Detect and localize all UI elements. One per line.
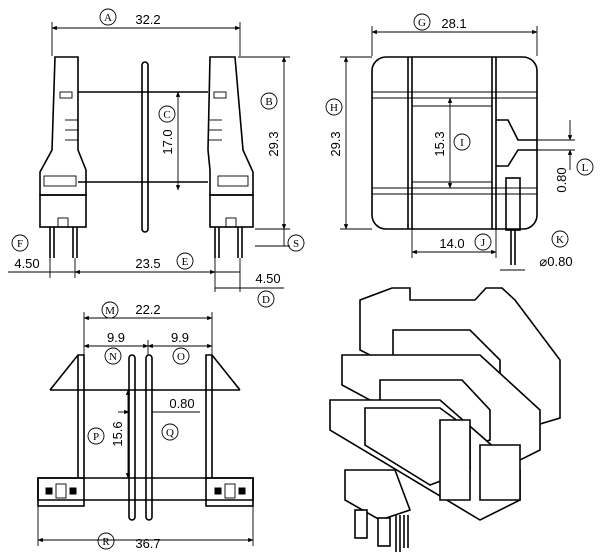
svg-text:Q: Q	[166, 427, 174, 439]
isometric-view	[329, 287, 561, 552]
dim-J-value: 14.0	[439, 236, 464, 251]
marker-H: H	[325, 98, 343, 116]
svg-text:C: C	[163, 109, 170, 121]
dim-Q-value: 0.80	[169, 396, 194, 411]
dim-P-value: 15.6	[110, 421, 125, 446]
dim-A-value: 32.2	[135, 12, 160, 27]
svg-text:L: L	[582, 162, 589, 174]
svg-text:K: K	[556, 234, 564, 246]
dim-B-value: 29.3	[266, 131, 281, 156]
dim-I-value: 15.3	[432, 131, 447, 156]
dim-O-value: 9.9	[171, 330, 189, 345]
dim-K-value: ⌀0.80	[539, 254, 572, 269]
marker-A: A	[99, 8, 117, 26]
dim-M-value: 22.2	[135, 302, 160, 317]
svg-text:O: O	[177, 351, 185, 363]
svg-text:H: H	[330, 102, 338, 114]
marker-C: C	[158, 105, 176, 123]
marker-M: M	[101, 301, 119, 319]
dim-G-value: 28.1	[441, 16, 466, 31]
dim-D-value: 4.50	[255, 271, 280, 286]
marker-N: N	[104, 347, 122, 365]
svg-text:E: E	[182, 256, 189, 268]
side-view	[340, 26, 575, 271]
dim-F-value: 4.50	[14, 256, 39, 271]
marker-O: O	[172, 347, 190, 365]
svg-text:J: J	[481, 237, 486, 249]
marker-F: F	[11, 234, 29, 252]
marker-L: L	[576, 158, 594, 176]
marker-K: K	[551, 230, 569, 248]
svg-text:N: N	[109, 351, 117, 363]
marker-I: I	[453, 133, 471, 151]
svg-text:M: M	[105, 305, 115, 317]
svg-text:R: R	[102, 536, 110, 548]
front-view	[8, 22, 290, 292]
bottom-view	[37, 312, 254, 546]
dim-L-value: 0.80	[554, 167, 569, 192]
svg-text:P: P	[93, 431, 99, 443]
svg-text:I: I	[460, 137, 464, 149]
marker-P: P	[87, 427, 105, 445]
marker-S: S	[287, 234, 305, 252]
marker-B: B	[260, 92, 278, 110]
dim-R-value: 36.7	[135, 536, 160, 551]
svg-text:G: G	[418, 17, 426, 29]
dim-N-value: 9.9	[107, 330, 125, 345]
marker-J: J	[474, 233, 492, 251]
dim-C-value: 17.0	[160, 129, 175, 154]
svg-text:B: B	[265, 96, 272, 108]
marker-D: D	[257, 290, 275, 308]
marker-Q: Q	[161, 423, 179, 441]
svg-text:D: D	[262, 294, 270, 306]
marker-G: G	[413, 13, 431, 31]
svg-text:S: S	[293, 238, 299, 250]
svg-text:F: F	[17, 238, 23, 250]
marker-R: R	[97, 532, 115, 550]
dim-E-value: 23.5	[135, 256, 160, 271]
dim-H-value: 29.3	[328, 131, 343, 156]
svg-text:A: A	[104, 12, 112, 24]
marker-E: E	[176, 252, 194, 270]
